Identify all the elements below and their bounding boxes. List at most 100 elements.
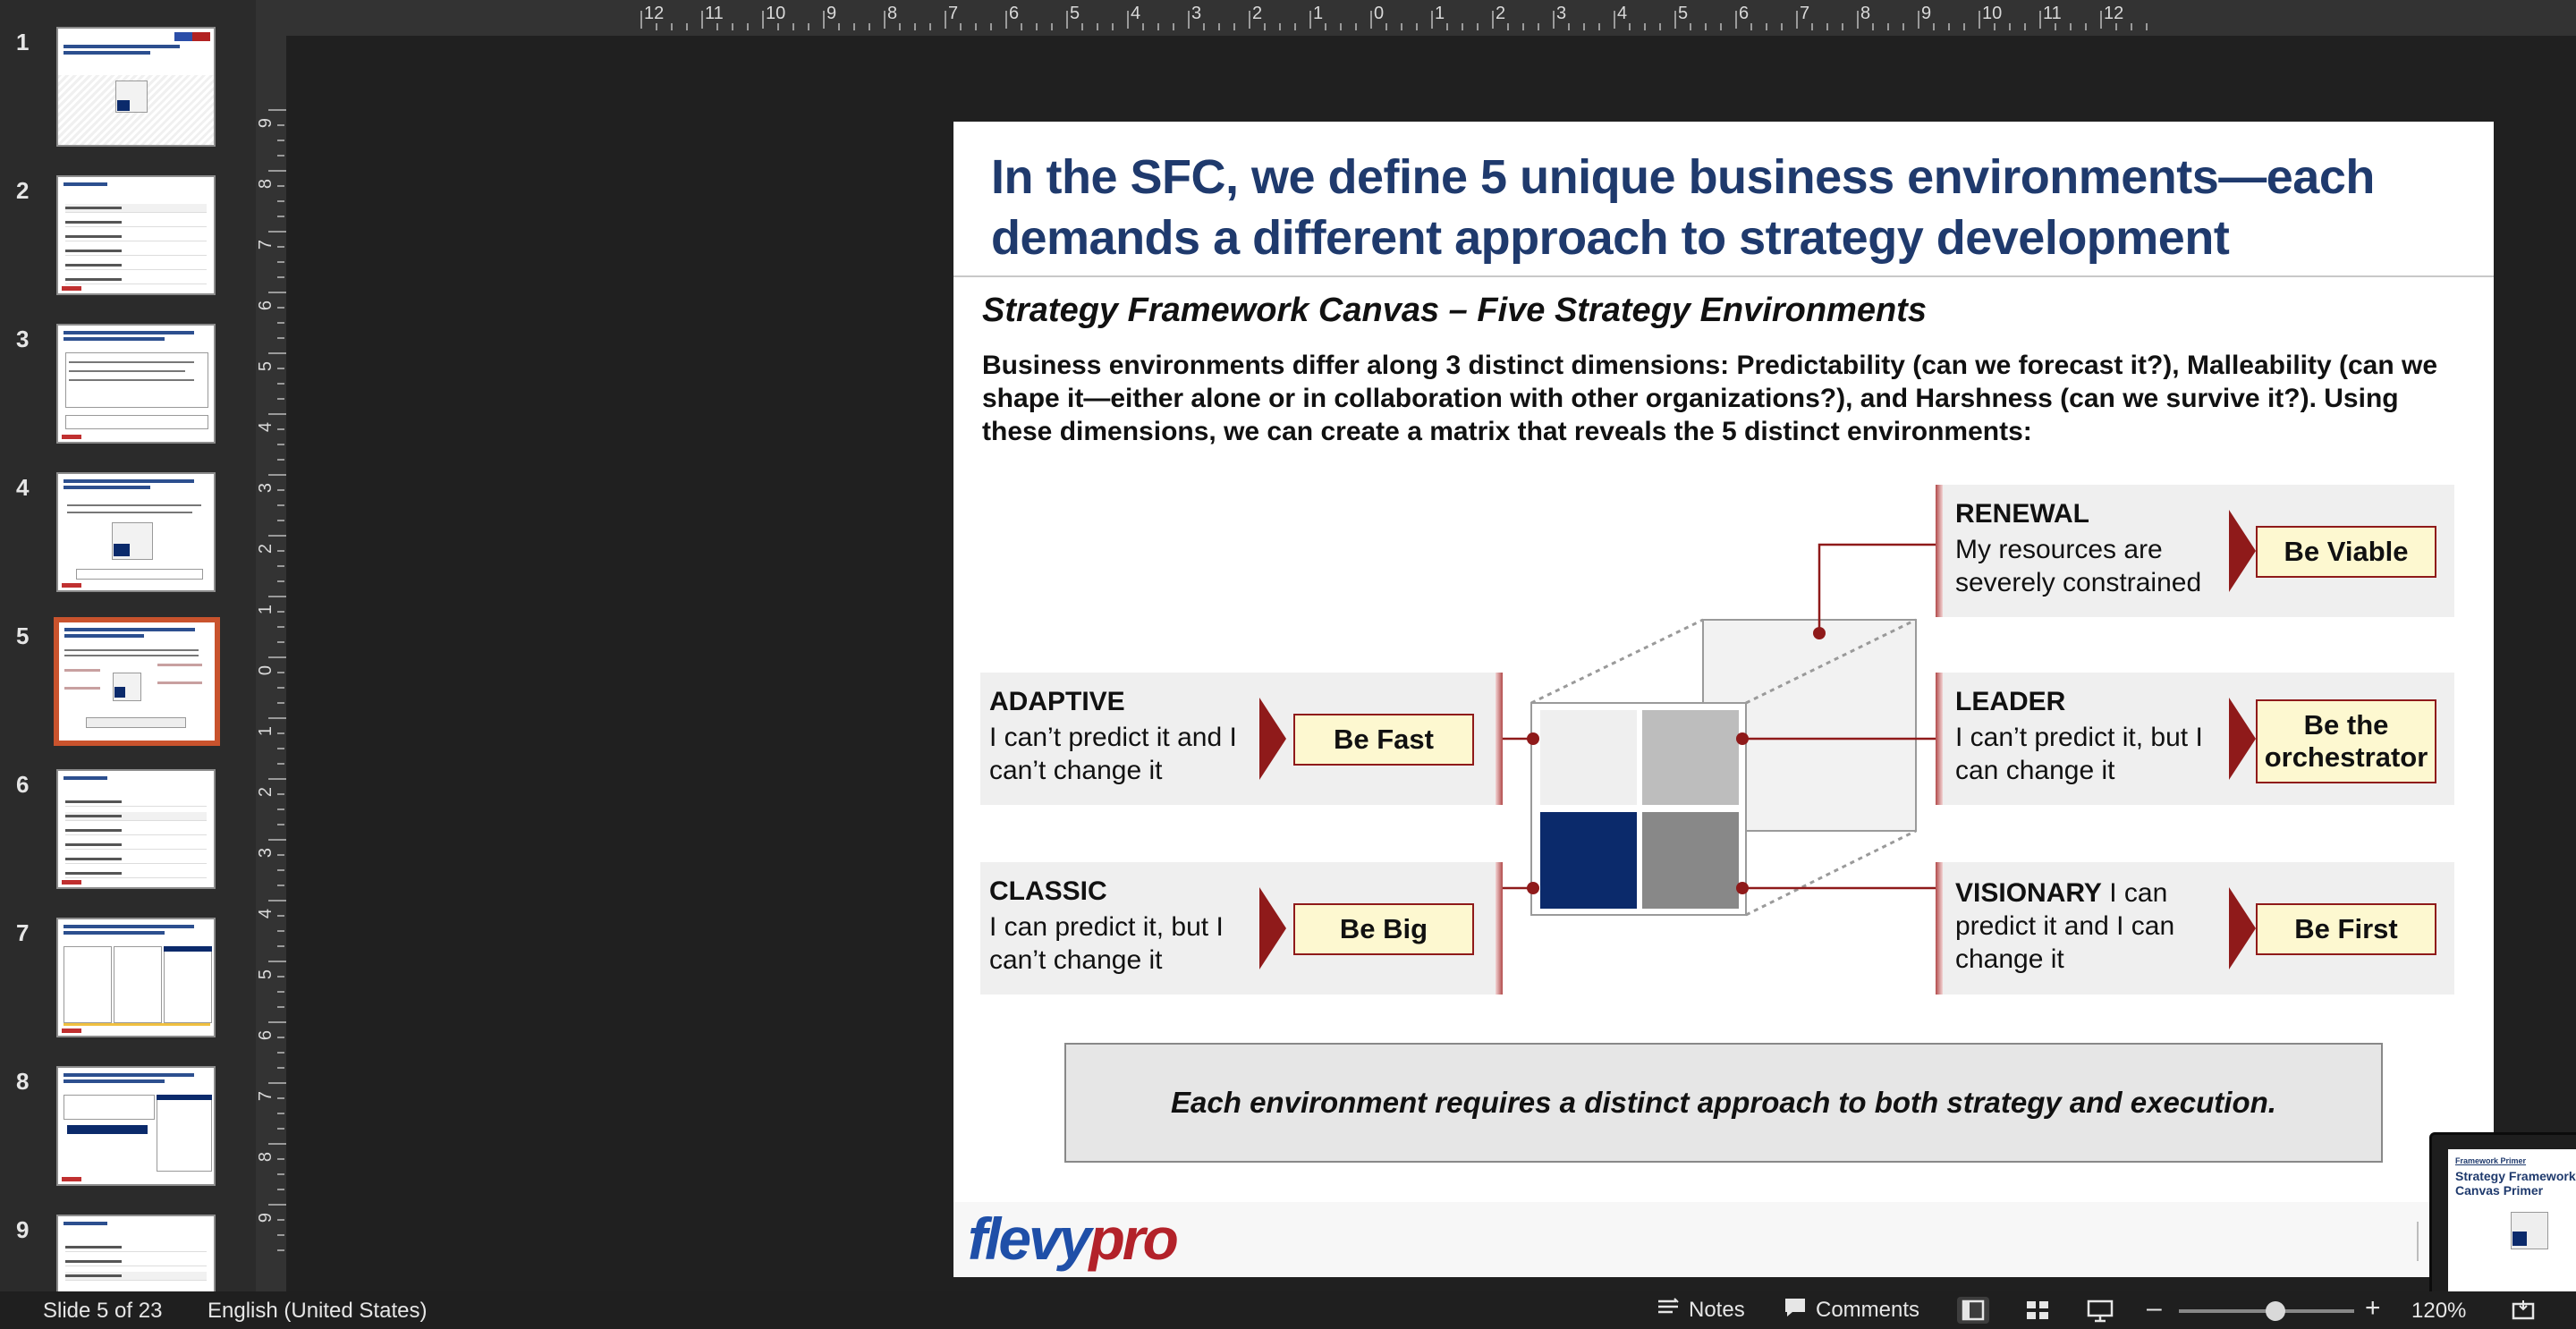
ruler-tick bbox=[1142, 23, 1144, 30]
ruler-tick bbox=[1112, 23, 1114, 30]
ruler-tick-label: 12 bbox=[644, 4, 665, 23]
ruler-tick bbox=[277, 991, 284, 993]
ruler-tick bbox=[1659, 23, 1661, 30]
callout-box[interactable]: Each environment requires a distinct app… bbox=[1064, 1043, 2383, 1163]
slide-subtitle[interactable]: Strategy Framework Canvas – Five Strateg… bbox=[982, 292, 1927, 329]
ruler-tick-label: 9 bbox=[256, 1212, 276, 1223]
ruler-tick bbox=[277, 1158, 284, 1160]
env-adaptive[interactable]: ADAPTIVE I can’t predict it and I can’t … bbox=[980, 673, 1503, 805]
slide-thumbnail-pane[interactable]: 1 2 3 bbox=[0, 0, 256, 1291]
normal-view-button[interactable] bbox=[1957, 1297, 1989, 1324]
thumbnail-row-selected[interactable]: 5 bbox=[0, 617, 256, 764]
ruler-tick bbox=[277, 1234, 284, 1236]
env-tag: Be Big bbox=[1293, 903, 1474, 955]
ruler-tick bbox=[268, 170, 286, 172]
env-renewal[interactable]: RENEWAL My resources are severely constr… bbox=[1936, 485, 2454, 617]
zoom-level[interactable]: 120% bbox=[2411, 1299, 2467, 1323]
ruler-tick bbox=[1842, 23, 1843, 30]
slide-thumbnail[interactable] bbox=[56, 27, 216, 147]
ruler-tick bbox=[2131, 23, 2132, 30]
ruler-tick-label: 11 bbox=[705, 4, 724, 23]
slide-thumbnail[interactable] bbox=[56, 175, 216, 295]
ruler-tick bbox=[277, 200, 284, 202]
ruler-tick bbox=[1933, 23, 1935, 30]
env-description: I can’t predict it, but I can change it bbox=[1955, 723, 2203, 785]
env-classic[interactable]: CLASSIC I can predict it, but I can’t ch… bbox=[980, 862, 1503, 995]
ruler-tick-label: 4 bbox=[1131, 4, 1141, 23]
thumbnail-row[interactable]: 6 bbox=[0, 769, 256, 912]
ruler-tick bbox=[716, 23, 718, 30]
ruler-tick bbox=[277, 1189, 284, 1190]
ruler-tick bbox=[656, 23, 657, 30]
ruler-tick bbox=[1340, 23, 1342, 30]
ruler-tick-label: 3 bbox=[1191, 4, 1202, 23]
slide-thumbnail-selected[interactable] bbox=[54, 617, 220, 746]
intro-paragraph[interactable]: Business environments differ along 3 dis… bbox=[982, 351, 2438, 446]
ruler-tick-label: 2 bbox=[1496, 4, 1506, 23]
ruler-tick bbox=[1477, 23, 1479, 30]
ruler-tick bbox=[277, 687, 284, 689]
env-name: VISIONARY bbox=[1955, 878, 2102, 908]
ruler-tick bbox=[1598, 23, 1600, 30]
ruler-tick-label: 2 bbox=[256, 543, 276, 554]
env-leader[interactable]: LEADER I can’t predict it, but I can cha… bbox=[1936, 673, 2454, 805]
env-visionary[interactable]: VISIONARY I can predict it and I can cha… bbox=[1936, 862, 2454, 995]
ruler-tick bbox=[1446, 23, 1448, 30]
slide-thumbnail[interactable] bbox=[56, 472, 216, 592]
zoom-out-button[interactable]: – bbox=[2147, 1293, 2162, 1323]
fit-to-window-button[interactable] bbox=[2510, 1297, 2537, 1324]
thumbnail-row[interactable]: 9 bbox=[0, 1215, 256, 1291]
ruler-tick bbox=[268, 1082, 286, 1084]
ruler-tick-label: 9 bbox=[256, 117, 276, 129]
title-divider bbox=[953, 275, 2494, 277]
ruler-tick bbox=[2055, 23, 2056, 30]
ruler-tick bbox=[1644, 23, 1646, 30]
ruler-tick bbox=[1233, 23, 1235, 30]
thumbnail-row[interactable]: 8 bbox=[0, 1066, 256, 1209]
slide-thumbnail[interactable] bbox=[56, 1215, 216, 1291]
thumbnail-row[interactable]: 7 bbox=[0, 918, 256, 1061]
notes-button[interactable]: Notes bbox=[1657, 1295, 1745, 1325]
ruler-tick-label: 1 bbox=[1313, 4, 1324, 23]
ruler-tick bbox=[762, 11, 764, 29]
ruler-tick bbox=[277, 1219, 284, 1221]
ruler-tick bbox=[1051, 23, 1053, 30]
thumbnail-row[interactable]: 1 bbox=[0, 27, 256, 170]
ruler-tick bbox=[1796, 11, 1798, 29]
ruler-tick bbox=[1781, 23, 1783, 30]
ruler-tick-label: 4 bbox=[256, 421, 276, 433]
comments-button[interactable]: Comments bbox=[1784, 1295, 1919, 1325]
presenter-mini-preview[interactable]: Framework Primer Strategy Framework Canv… bbox=[2429, 1132, 2576, 1291]
thumbnail-row[interactable]: 3 bbox=[0, 324, 256, 467]
connector-dot bbox=[1813, 627, 1826, 639]
slide-title[interactable]: In the SFC, we define 5 unique business … bbox=[991, 150, 2375, 265]
slide-thumbnail[interactable] bbox=[56, 324, 216, 444]
slideshow-button[interactable] bbox=[2084, 1297, 2116, 1324]
thumbnail-row[interactable]: 2 bbox=[0, 175, 256, 318]
ruler-tick bbox=[277, 1006, 284, 1008]
ruler-tick-label: 0 bbox=[256, 664, 276, 676]
env-bar bbox=[1936, 673, 1943, 805]
zoom-slider-handle[interactable] bbox=[2266, 1301, 2286, 1321]
ruler-tick bbox=[747, 23, 749, 30]
matrix-cell-visionary bbox=[1642, 812, 1739, 909]
zoom-slider[interactable] bbox=[2179, 1301, 2354, 1321]
cube-back-face bbox=[1702, 619, 1917, 832]
zoom-in-button[interactable]: + bbox=[2365, 1293, 2381, 1323]
slide-footer: flevypro 5 bbox=[953, 1202, 2494, 1277]
language-indicator[interactable]: English (United States) bbox=[208, 1299, 428, 1323]
ruler-tick-label: 5 bbox=[1070, 4, 1080, 23]
slide-thumbnail[interactable] bbox=[56, 918, 216, 1037]
slide-thumbnail[interactable] bbox=[56, 769, 216, 889]
ruler-tick bbox=[277, 808, 284, 810]
slide-sorter-button[interactable] bbox=[2021, 1297, 2054, 1324]
ruler-tick bbox=[277, 1128, 284, 1130]
ruler-tick bbox=[277, 185, 284, 187]
slide-editing-canvas[interactable]: In the SFC, we define 5 unique business … bbox=[286, 36, 2576, 1291]
thumbnail-row[interactable]: 4 bbox=[0, 472, 256, 615]
slide-thumbnail[interactable] bbox=[56, 1066, 216, 1186]
ruler-tick-label: 5 bbox=[1678, 4, 1689, 23]
slide[interactable]: In the SFC, we define 5 unique business … bbox=[953, 122, 2494, 1277]
env-description: My resources are severely constrained bbox=[1955, 535, 2202, 597]
